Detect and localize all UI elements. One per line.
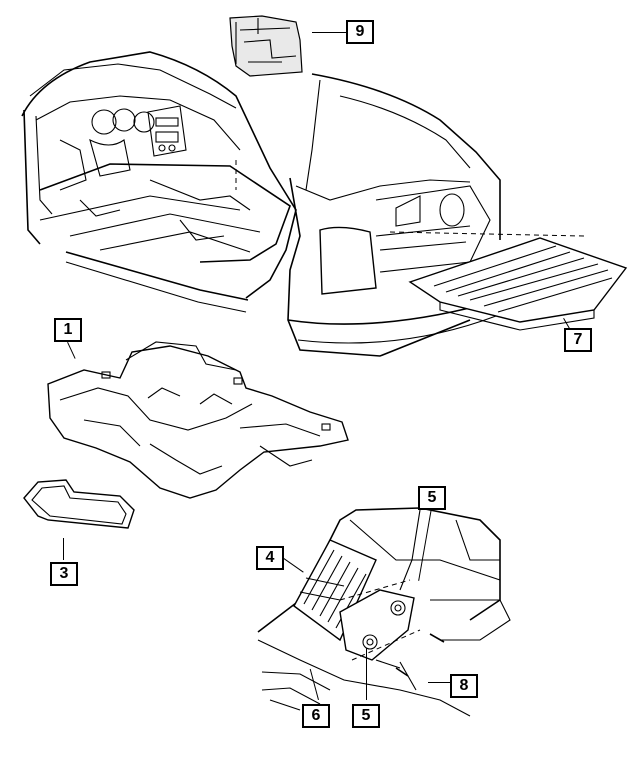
callout-1: 1 [54, 318, 82, 342]
callout-9-label: 9 [355, 23, 365, 40]
callout-5-upper: 5 [418, 486, 446, 510]
leader-line-9 [312, 32, 346, 34]
callout-7-label: 7 [573, 331, 583, 348]
silencer-pad-drawing [229, 15, 303, 77]
leader-line-5b [366, 648, 368, 700]
callout-3-label: 3 [59, 565, 69, 582]
leader-line-3 [62, 538, 64, 560]
callout-5-lower: 5 [352, 704, 380, 728]
floor-mat-drawing [23, 479, 135, 529]
callout-5-lower-label: 5 [361, 707, 371, 724]
carpet-drawing [47, 341, 349, 499]
callout-4-label: 4 [265, 549, 275, 566]
cargo-tray-drawing [408, 237, 628, 331]
callout-8: 8 [450, 674, 478, 698]
callout-9: 9 [346, 20, 374, 44]
callout-6: 6 [302, 704, 330, 728]
interior-cockpit-drawing [21, 51, 297, 313]
callout-5-upper-label: 5 [427, 489, 437, 506]
callout-4: 4 [256, 546, 284, 570]
callout-7: 7 [564, 328, 592, 352]
callout-1-label: 1 [63, 321, 73, 338]
callout-3: 3 [50, 562, 78, 586]
callout-6-label: 6 [311, 707, 321, 724]
storage-bin-area-drawing [257, 507, 511, 717]
leader-line-8 [428, 682, 450, 684]
callout-8-label: 8 [459, 677, 469, 694]
cargo-area-drawing [287, 73, 585, 357]
